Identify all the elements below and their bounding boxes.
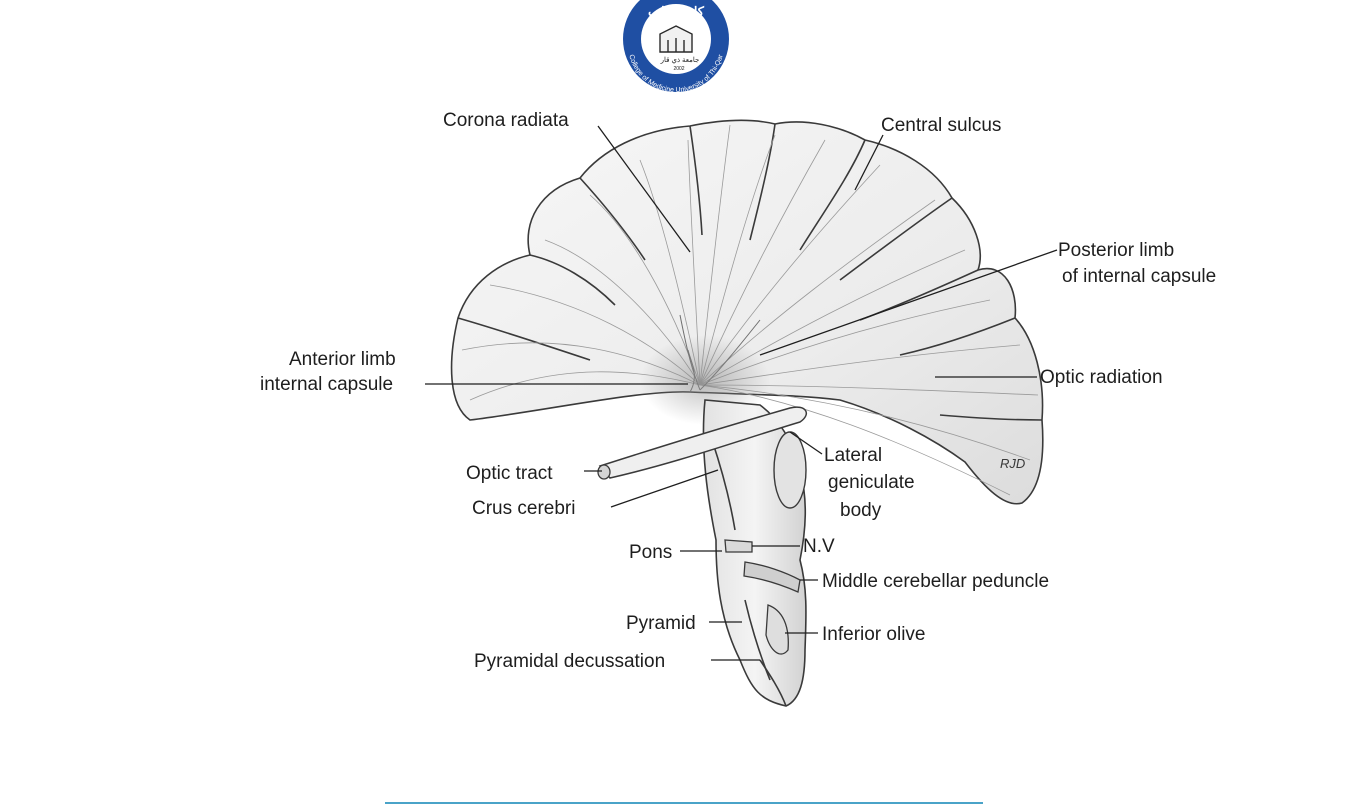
label-pyramidal-decussation: Pyramidal decussation [474, 651, 665, 672]
label-lateral-geniculate-line3: body [840, 500, 882, 521]
middle-cerebellar-peduncle-shape [743, 561, 801, 593]
footer-accent-rule [385, 802, 983, 804]
optic-tract-shape [598, 406, 808, 479]
inferior-olive-shape [765, 604, 789, 655]
label-optic-tract: Optic tract [466, 463, 553, 484]
labels: Corona radiata Central sulcus Posterior … [260, 110, 1216, 672]
label-lateral-geniculate-line1: Lateral [824, 445, 882, 466]
label-central-sulcus: Central sulcus [881, 115, 1001, 136]
label-crus-cerebri: Crus cerebri [472, 498, 575, 519]
gyrus-notch [749, 123, 776, 241]
decussation-line [759, 659, 787, 707]
label-lateral-geniculate-line2: geniculate [828, 472, 915, 493]
label-posterior-limb-line1: Posterior limb [1058, 240, 1174, 261]
gyrus-notch [899, 317, 1016, 356]
label-nv: N.V [803, 536, 835, 557]
optic-tract-cut-end [597, 464, 611, 480]
college-logo: كلية الطب جامعة ذي قار 2002 College of M… [623, 0, 729, 94]
label-pyramid: Pyramid [626, 613, 696, 634]
label-anterior-limb-line1: Anterior limb [289, 349, 396, 370]
lateral-geniculate-body-shape [773, 431, 807, 509]
gyrus-notch [839, 197, 953, 281]
gyrus-notch [689, 125, 703, 236]
gyrus-notch [939, 414, 1043, 421]
logo-university-arabic: جامعة ذي قار [660, 56, 700, 64]
optic-tract [597, 406, 808, 480]
corona-radiata-fan [450, 119, 1044, 505]
label-middle-cerebellar-peduncle: Middle cerebellar peduncle [822, 571, 1049, 592]
gyrus-notch [529, 254, 616, 306]
label-anterior-limb-line2: internal capsule [260, 374, 393, 395]
gyrus-notch [579, 177, 646, 261]
label-posterior-limb-line2: of internal capsule [1062, 266, 1216, 287]
label-pons: Pons [629, 542, 672, 563]
fan-body [450, 119, 1044, 505]
pyramid-shape [744, 599, 771, 681]
artist-signature: RJD [1000, 456, 1025, 471]
gyrus-notch [457, 317, 591, 361]
label-inferior-olive: Inferior olive [822, 624, 926, 645]
leader-lines [425, 125, 1058, 661]
label-corona-radiata: Corona radiata [443, 110, 569, 131]
logo-arabic-title: كلية الطب [648, 4, 705, 19]
logo-building-icon [659, 25, 693, 53]
trigeminal-nerve-shape [724, 539, 753, 553]
label-optic-radiation: Optic radiation [1040, 367, 1163, 388]
logo-year: 2002 [673, 66, 684, 72]
gyrus-notch [799, 139, 866, 251]
